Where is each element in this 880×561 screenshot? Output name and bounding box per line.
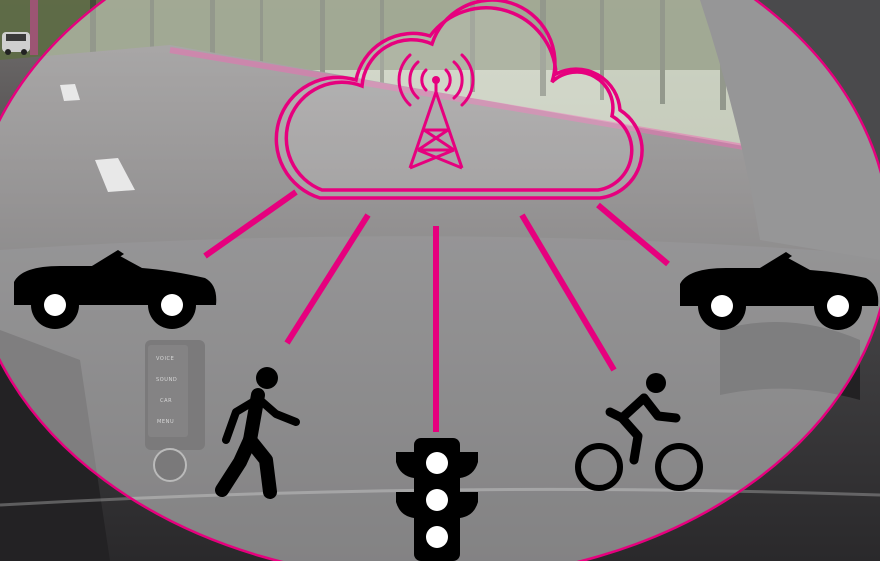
distant-car (2, 32, 30, 55)
